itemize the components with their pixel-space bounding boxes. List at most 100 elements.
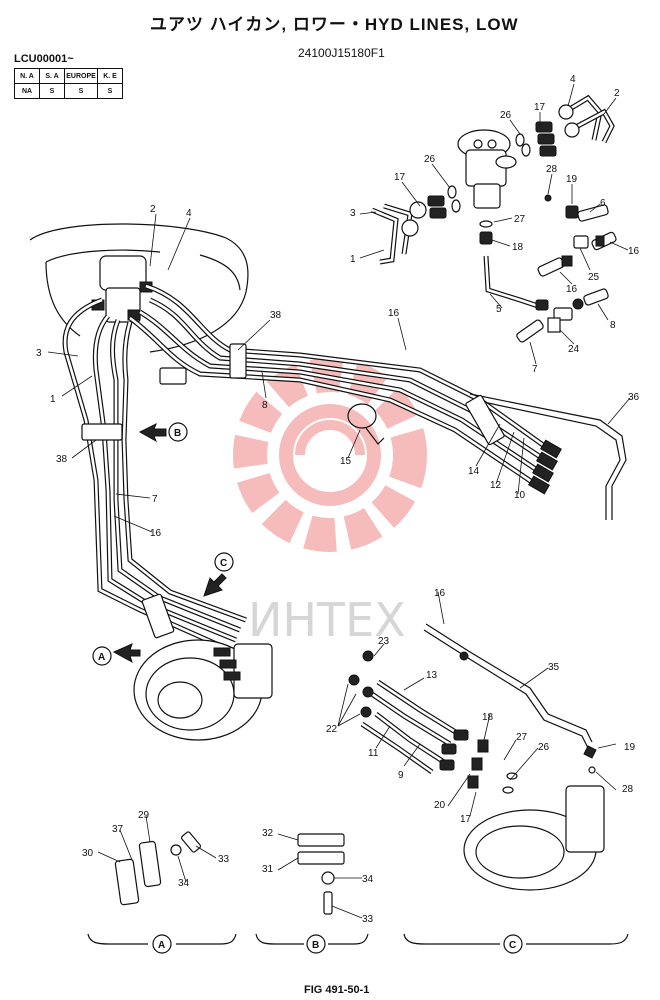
callout-16: 16 xyxy=(388,308,400,319)
svg-text:B: B xyxy=(174,428,181,439)
callout-3: 3 xyxy=(350,208,356,219)
svg-text:A: A xyxy=(158,940,165,951)
callout-10: 10 xyxy=(514,490,526,501)
callout-15: 15 xyxy=(340,456,352,467)
callout-28: 28 xyxy=(546,164,558,175)
leader-lines xyxy=(47,83,631,919)
callout-26: 26 xyxy=(538,742,550,753)
diagram-title: ユアツ ハイカン, ロワー・HYD LINES, LOW xyxy=(150,15,519,34)
callout-1: 1 xyxy=(350,254,356,265)
callout-4: 4 xyxy=(186,208,192,219)
callout-27: 27 xyxy=(516,732,528,743)
callout-7: 7 xyxy=(532,364,538,375)
svg-text:B: B xyxy=(312,940,319,951)
callout-14: 14 xyxy=(468,466,480,477)
callout-34: 34 xyxy=(178,878,190,889)
part-number: 24100J15180F1 xyxy=(298,46,385,60)
callout-17: 17 xyxy=(460,814,472,825)
detail-label-c: C xyxy=(503,934,523,954)
callout-1: 1 xyxy=(50,394,56,405)
callout-25: 25 xyxy=(588,272,600,283)
callout-34: 34 xyxy=(362,874,374,885)
figure-number: FIG 491-50-1 xyxy=(304,984,370,996)
callout-16: 16 xyxy=(628,246,640,257)
pipe-35 xyxy=(423,623,597,774)
svg-text:C: C xyxy=(509,940,516,951)
callout-30: 30 xyxy=(82,848,94,859)
swivel-joint-detail xyxy=(457,129,517,209)
callout-16: 16 xyxy=(150,528,162,539)
callout-13: 13 xyxy=(426,670,438,681)
fittings-upper-right xyxy=(544,194,617,251)
callout-16: 16 xyxy=(434,588,446,599)
travel-motor-right xyxy=(463,772,605,891)
fittings-17-26 xyxy=(427,121,557,219)
swivel-joint xyxy=(91,255,153,323)
detail-b-parts xyxy=(297,833,345,915)
drain-pipe-36 xyxy=(469,393,627,520)
callout-35: 35 xyxy=(548,662,560,673)
hose-clamps xyxy=(81,343,505,639)
callout-33: 33 xyxy=(218,854,230,865)
callout-17: 17 xyxy=(394,172,406,183)
callout-22: 22 xyxy=(326,724,338,735)
callout-20: 20 xyxy=(434,800,446,811)
pipes-4-2 xyxy=(558,94,615,144)
detail-label-b: B xyxy=(306,934,326,954)
hose-bundle-right xyxy=(128,283,562,495)
callout-9: 9 xyxy=(398,770,404,781)
callout-23: 23 xyxy=(378,636,390,647)
band-clamp-15 xyxy=(347,403,385,445)
callout-5: 5 xyxy=(496,304,502,315)
callout-27: 27 xyxy=(514,214,526,225)
callout-26: 26 xyxy=(500,110,512,121)
callout-3: 3 xyxy=(36,348,42,359)
detail-a-parts xyxy=(114,831,202,906)
view-c-hoses xyxy=(348,650,489,789)
callout-11: 11 xyxy=(368,748,379,759)
spec-value-sa: S xyxy=(39,83,65,99)
callout-38: 38 xyxy=(270,310,282,321)
callout-2: 2 xyxy=(614,88,620,99)
callout-12: 12 xyxy=(490,480,502,491)
callout-29: 29 xyxy=(138,810,150,821)
view-arrow-b: B xyxy=(138,422,188,443)
callout-2: 2 xyxy=(150,204,156,215)
callout-17: 17 xyxy=(534,102,546,113)
callout-19: 19 xyxy=(566,174,578,185)
callout-33: 33 xyxy=(362,914,374,925)
callout-26: 26 xyxy=(424,154,436,165)
callout-37: 37 xyxy=(112,824,124,835)
swing-frame-outline xyxy=(29,223,249,353)
detail-brackets xyxy=(87,933,629,945)
view-arrow-a: A xyxy=(92,643,141,666)
callout-labels: 2 4 3 1 38 8 16 38 7 16 15 14 12 10 36 4… xyxy=(36,74,640,925)
callout-24: 24 xyxy=(568,344,580,355)
svg-text:A: A xyxy=(98,652,105,663)
callout-7: 7 xyxy=(152,494,158,505)
callout-38: 38 xyxy=(56,454,68,465)
callout-6: 6 xyxy=(600,198,606,209)
svg-text:C: C xyxy=(220,558,227,569)
serial-range: LCU00001~ xyxy=(14,53,74,65)
travel-motor-left xyxy=(133,639,273,741)
callout-28: 28 xyxy=(622,784,634,795)
callout-4: 4 xyxy=(570,74,576,85)
callout-31: 31 xyxy=(262,864,274,875)
spec-value-ke: S xyxy=(97,83,123,99)
callout-32: 32 xyxy=(262,828,274,839)
spec-value-europe: S xyxy=(64,83,98,99)
callout-36: 36 xyxy=(628,392,640,403)
callout-16: 16 xyxy=(566,284,578,295)
callout-18: 18 xyxy=(512,242,524,253)
callout-8: 8 xyxy=(262,400,268,411)
view-arrow-c: C xyxy=(203,552,234,597)
pipe-5-assembly xyxy=(479,220,609,343)
hose-bundle-left xyxy=(62,297,247,653)
detail-label-a: A xyxy=(152,934,172,954)
pipes-3-1 xyxy=(371,201,427,265)
watermark-text: ИНТЕХ xyxy=(248,593,406,647)
callout-8: 8 xyxy=(610,320,616,331)
spec-table: N. A S. A EUROPE K. E NA S S S xyxy=(14,68,123,99)
